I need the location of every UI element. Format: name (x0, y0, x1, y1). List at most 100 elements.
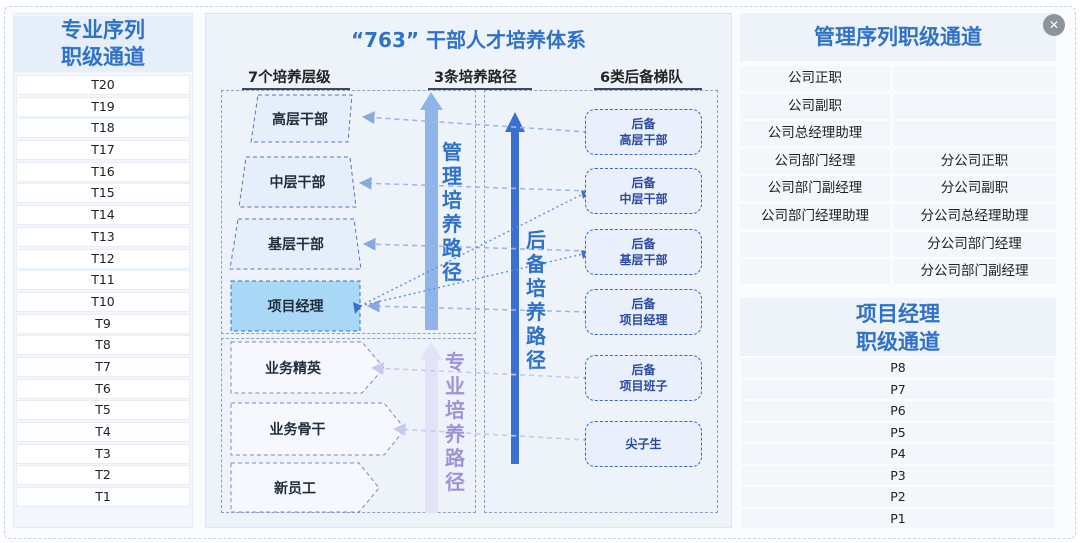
reserve-path-bar (511, 130, 519, 464)
connector-middle (358, 176, 589, 192)
path-label-char: 径 (445, 470, 465, 494)
t-level-item: T13 (16, 226, 190, 247)
company-rank-cell: 公司副职 (740, 93, 890, 119)
t-level-item: T15 (16, 183, 190, 204)
p-level-item: P3 (741, 465, 1055, 485)
close-icon[interactable]: ✕ (1043, 14, 1065, 36)
reserve-middle-cadre: 后备 中层干部 (585, 168, 702, 214)
path-label-char: 路 (526, 324, 546, 348)
reserve-senior-line1: 后备 (631, 117, 656, 131)
t-level-item: T4 (16, 422, 190, 442)
company-rank-cell: 公司总经理助理 (740, 121, 890, 147)
reserve-middle-line2: 中层干部 (619, 192, 668, 206)
reserve-top-talent: 尖子生 (585, 421, 702, 467)
t-level-item: T7 (16, 356, 190, 377)
company-rank-cell: 公司部门副经理 (740, 176, 890, 202)
connector-backbone (392, 423, 589, 441)
path-label-char: 专 (445, 350, 465, 374)
t-level-item: T10 (16, 291, 190, 312)
management-rank-row: 公司副职 (740, 93, 1056, 119)
pm-rank-title: 项目经理 职级通道 (740, 298, 1056, 356)
level-project-manager: 项目经理 (231, 281, 360, 331)
branch-rank-cell: 分公司正职 (893, 148, 1056, 174)
level-pm-label: 项目经理 (267, 299, 324, 315)
path-label-char: 路 (445, 446, 465, 470)
path-label-char: 理 (442, 164, 462, 188)
level-grassroots-label: 基层干部 (268, 237, 324, 253)
path-label-char: 管 (442, 140, 462, 164)
header-reserve-underline (594, 88, 702, 90)
t-level-item: T6 (16, 378, 190, 399)
level-new-employee: 新员工 (231, 463, 359, 512)
professional-levels-group (221, 338, 476, 513)
t-level-item: T18 (16, 118, 190, 139)
management-levels-group (221, 90, 476, 334)
path-label-char: 备 (526, 252, 546, 276)
p-level-item: P6 (741, 401, 1055, 421)
professional-path-label: 专业培养路径 (444, 350, 466, 494)
level-elite-label: 业务精英 (265, 360, 321, 377)
branch-rank-cell: 分公司总经理助理 (893, 203, 1056, 229)
path-label-char: 径 (442, 260, 462, 284)
t-level-item: T8 (16, 335, 190, 356)
professional-rank-title: 专业序列 职级通道 (14, 16, 192, 72)
reserve-path-label: 后备培养路径 (525, 228, 547, 372)
connector-senior (361, 111, 589, 133)
management-rank-title: 管理序列职级通道 (740, 13, 1056, 61)
reserve-middle-line1: 后备 (631, 176, 656, 190)
connector-pm (366, 299, 589, 313)
path-label-char: 业 (445, 374, 465, 398)
connector-pm-to-grassroots (359, 253, 584, 307)
path-label-char: 培 (526, 276, 546, 300)
p-level-item: P2 (741, 487, 1055, 507)
company-rank-cell: 公司正职 (740, 66, 890, 91)
pm-title-line2: 职级通道 (856, 330, 940, 354)
management-path-label: 管理培养路径 (441, 140, 463, 284)
branch-rank-cell (893, 66, 1056, 91)
level-middle-label: 中层干部 (269, 175, 326, 191)
t-level-item: T2 (16, 465, 190, 486)
header-paths-underline (428, 88, 532, 90)
header-levels: 7个培养层级 (248, 70, 331, 86)
header-levels-underline (242, 88, 350, 90)
t-level-item: T17 (16, 140, 190, 161)
t-level-item: T3 (16, 443, 190, 464)
path-label-char: 养 (442, 212, 462, 236)
management-rank-table: 公司正职公司副职公司总经理助理公司部门经理分公司正职公司部门副经理分公司副职公司… (740, 66, 1056, 285)
connector-node-pm-source (353, 302, 362, 314)
level-business-elite: 业务精英 (231, 342, 355, 393)
level-shape-newhire (230, 462, 380, 513)
company-rank-cell: 公司部门经理 (740, 148, 890, 174)
reserve-grassroots-line2: 基层干部 (619, 253, 668, 267)
reserve-grassroots-cadre: 后备 基层干部 (585, 229, 702, 275)
header-paths: 3条培养路径 (434, 70, 517, 86)
professional-path-bar (425, 358, 438, 513)
branch-rank-cell (893, 121, 1056, 147)
connector-pm-to-middle (359, 193, 584, 307)
pm-title-line1: 项目经理 (856, 302, 940, 326)
level-shape-backbone (230, 402, 406, 456)
reserve-grassroots-line1: 后备 (631, 237, 656, 251)
t-level-item: T12 (16, 248, 190, 269)
t-level-item: T1 (16, 487, 190, 508)
reserve-pm-line1: 后备 (631, 297, 656, 311)
management-rank-row: 分公司部门副经理 (740, 259, 1056, 285)
management-path-arrowhead (420, 92, 443, 110)
level-backbone-label: 业务骨干 (269, 422, 326, 438)
management-rank-row: 公司部门经理分公司正职 (740, 148, 1056, 174)
professional-title-line2: 职级通道 (61, 45, 145, 69)
level-senior-label: 高层干部 (272, 111, 328, 128)
t-level-item: T14 (16, 205, 190, 226)
path-label-char: 后 (526, 228, 546, 252)
reserve-path-arrowhead (505, 112, 525, 132)
connector-elite (370, 362, 589, 379)
path-label-char: 培 (442, 188, 462, 212)
reserve-team-line2: 项目班子 (619, 379, 668, 393)
t-level-item: T5 (16, 400, 190, 421)
path-label-char: 径 (526, 348, 546, 372)
level-senior-cadre: 高层干部 (250, 95, 350, 142)
professional-title-line1: 专业序列 (61, 18, 145, 42)
